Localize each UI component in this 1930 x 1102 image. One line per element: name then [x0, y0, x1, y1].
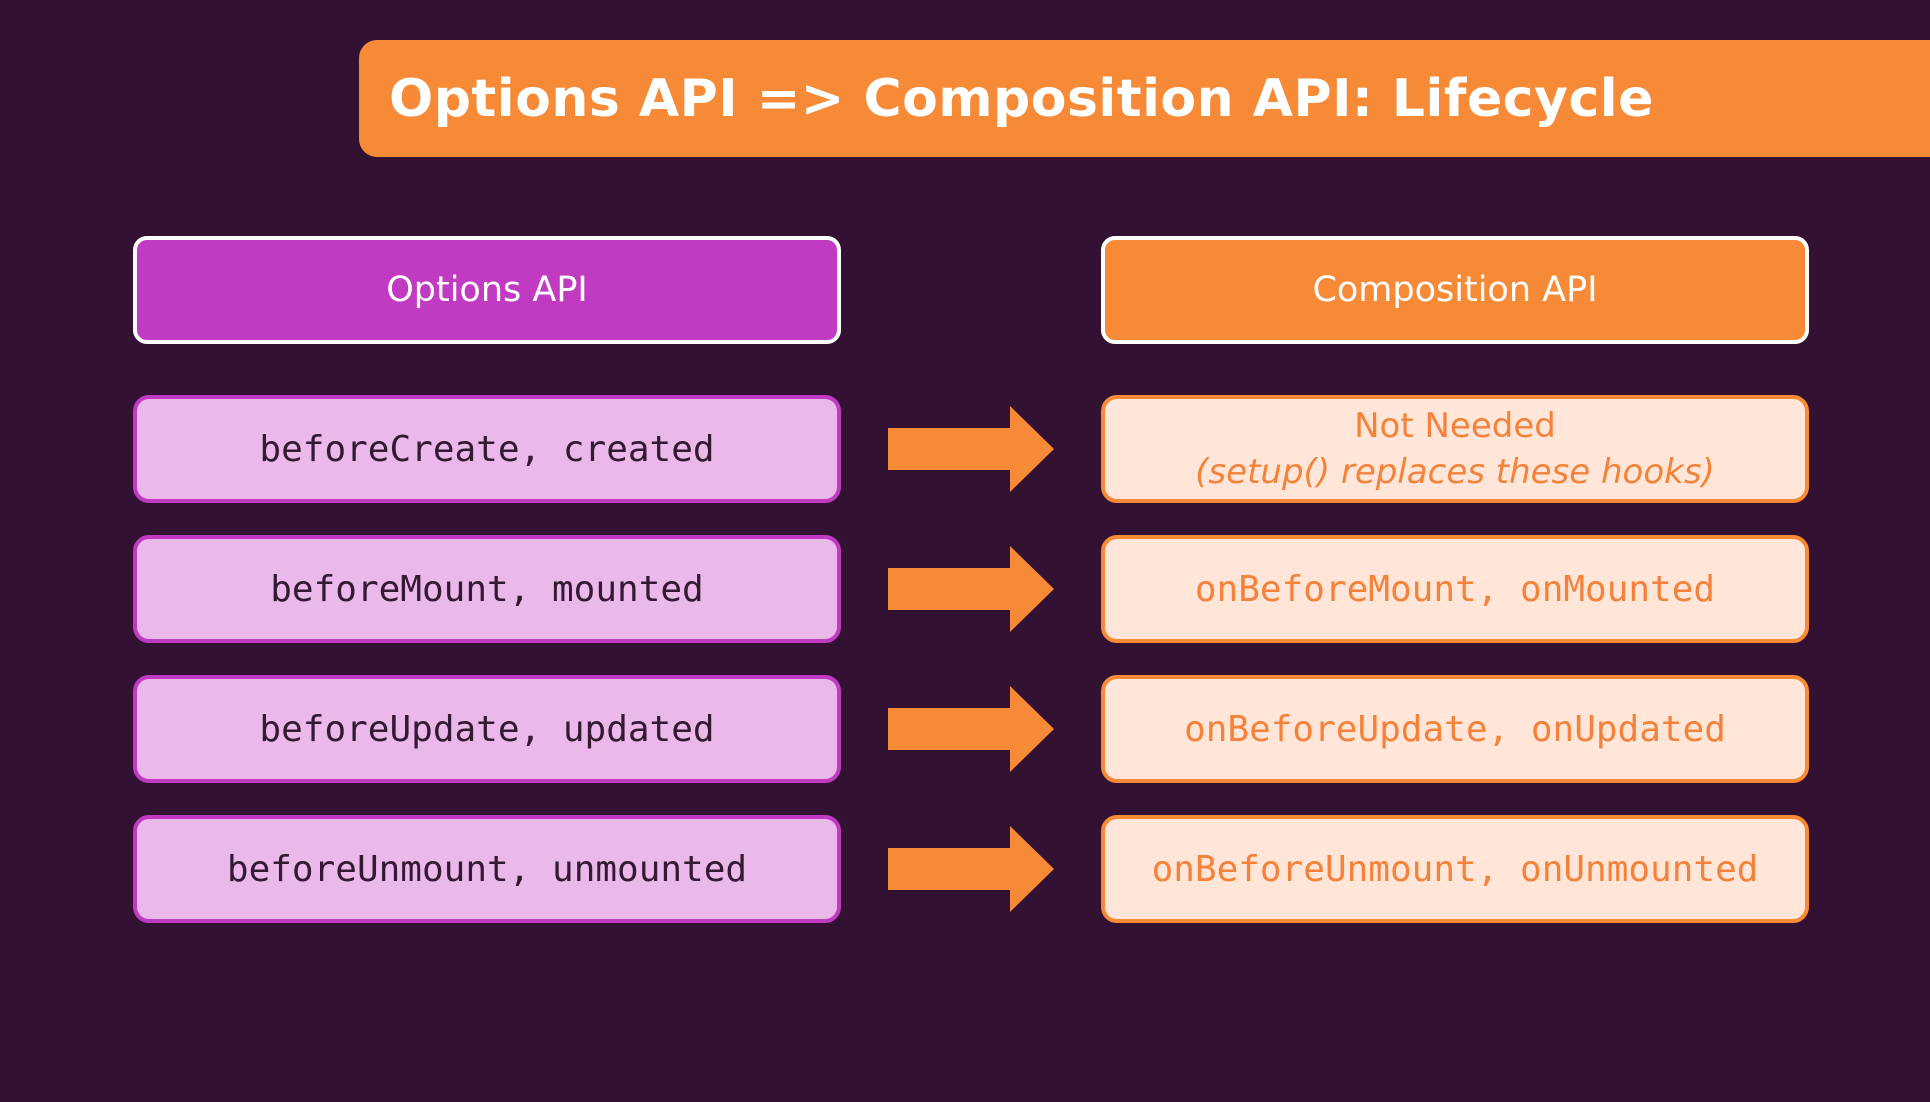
options-hook-mount: beforeMount, mounted — [133, 535, 841, 643]
composition-hook-mount: onBeforeMount, onMounted — [1101, 535, 1809, 643]
not-needed-label: Not Needed — [1354, 406, 1556, 446]
right-arrow-icon — [888, 826, 1054, 912]
options-hook-update: beforeUpdate, updated — [133, 675, 841, 783]
title-banner: Options API => Composition API: Lifecycl… — [359, 40, 1930, 157]
right-arrow-icon — [888, 406, 1054, 492]
options-hook-create: beforeCreate, created — [133, 395, 841, 503]
setup-replaces-note: (setup() replaces these hooks) — [1195, 452, 1715, 492]
right-arrow-icon — [888, 546, 1054, 632]
composition-hook-update: onBeforeUpdate, onUpdated — [1101, 675, 1809, 783]
options-hook-unmount: beforeUnmount, unmounted — [133, 815, 841, 923]
slide-title: Options API => Composition API: Lifecycl… — [389, 68, 1654, 129]
right-arrow-icon — [888, 686, 1054, 772]
composition-hook-unmount: onBeforeUnmount, onUnmounted — [1101, 815, 1809, 923]
composition-hook-not-needed: Not Needed (setup() replaces these hooks… — [1101, 395, 1809, 503]
composition-api-header: Composition API — [1101, 236, 1809, 344]
options-api-header: Options API — [133, 236, 841, 344]
